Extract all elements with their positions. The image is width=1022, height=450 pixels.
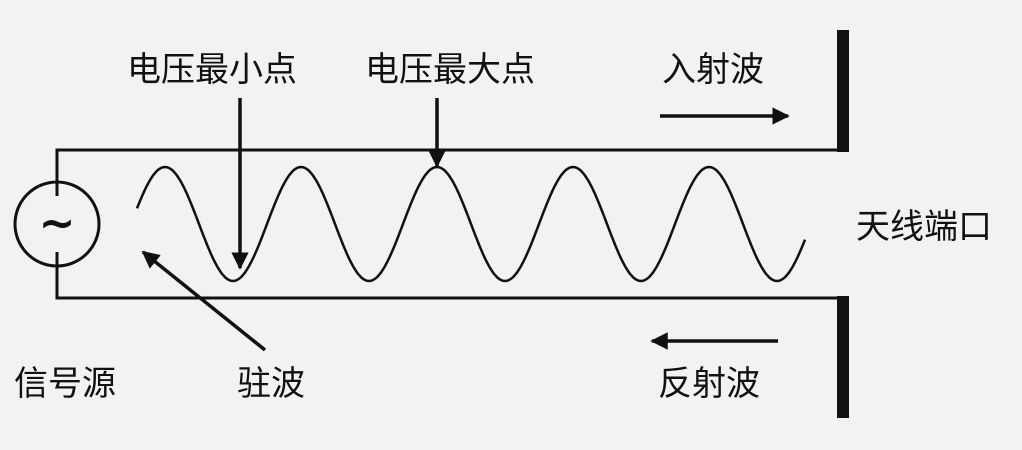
voltage-max-label: 电压最大点 [365,50,535,90]
signal-source-symbol [13,180,101,268]
incident-wave-label: 入射波 [662,50,764,90]
signal-source-label: 信号源 [14,364,116,404]
standing-wave-label: 驻波 [237,364,305,404]
voltage-min-label: 电压最小点 [127,50,297,90]
reflected-wave-label: 反射波 [658,364,760,404]
antenna-port-label: 天线端口 [856,207,992,247]
standing-wave-pointer-arrow [141,250,267,352]
source-tilde: ~ [39,198,76,249]
bottom-conductor [55,252,843,300]
standing-wave-curve [135,165,807,283]
